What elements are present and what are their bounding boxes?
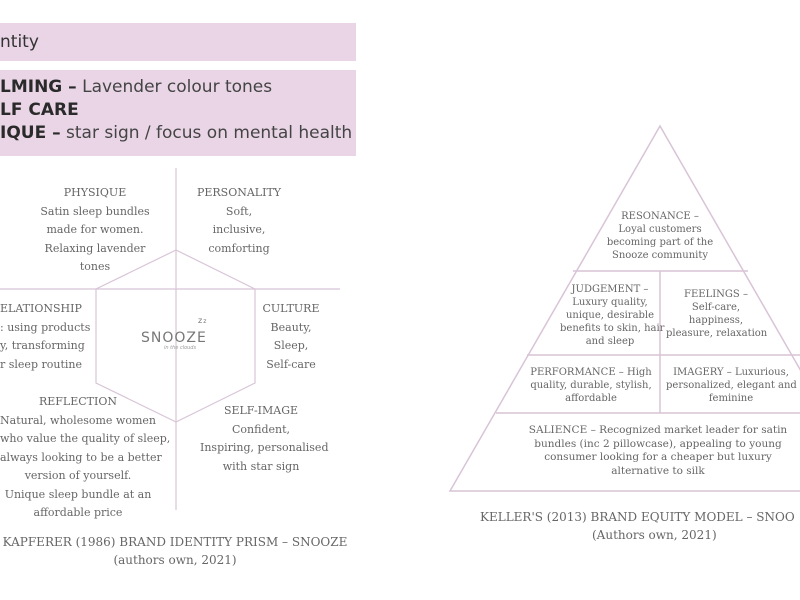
identity-banner: ntity [0, 23, 356, 61]
prism-personality: PERSONALITY Soft, inclusive, comforting [196, 186, 282, 255]
snooze-logo: SNOOZE [141, 330, 207, 346]
pyramid-feelings: FEELINGS – Self-care, happiness, pleasur… [666, 289, 768, 339]
prism-self-image: SELF-IMAGE Confident, Inspiring, persona… [200, 404, 329, 473]
logo-superscript: zz [198, 316, 208, 325]
prism-hexagon [95, 249, 256, 423]
pyramid-imagery: IMAGERY – Luxurious, personalized, elega… [666, 367, 797, 404]
pyramid-outline [448, 124, 800, 492]
pyramid-caption: KELLER'S (2013) BRAND EQUITY MODEL – SNO… [480, 510, 795, 542]
logo-word: SNOOZE [141, 330, 207, 346]
pyramid-salience: SALIENCE – Recognized market leader for … [528, 424, 788, 477]
prism-culture: CULTURE Beauty, Sleep, Self-care [262, 302, 320, 371]
point-unique: IQUE – star sign / focus on mental healt… [0, 123, 353, 143]
pyramid-judgement: JUDGEMENT – Luxury quality, unique, desi… [560, 284, 665, 347]
pyramid-performance: PERFORMANCE – High quality, durable, sty… [530, 367, 652, 404]
prism-caption: KAPFERER (1986) BRAND IDENTITY PRISM – S… [2, 535, 348, 567]
point-self-care: LF CARE [0, 100, 79, 120]
banner-title: ntity [0, 32, 39, 52]
prism-physique: PHYSIQUE Satin sleep bundles made for wo… [40, 186, 150, 273]
prism-relationship: ELATIONSHIP : using products y, transfor… [0, 302, 91, 371]
pyramid-resonance: RESONANCE – Loyal customers becoming par… [606, 211, 714, 261]
points-banner: LMING – Lavender colour tones LF CARE IQ… [0, 70, 356, 156]
point-calming: LMING – Lavender colour tones [0, 77, 273, 97]
prism-reflection: REFLECTION Natural, wholesome women who … [0, 395, 171, 519]
logo-tagline: in the clouds [164, 345, 197, 351]
